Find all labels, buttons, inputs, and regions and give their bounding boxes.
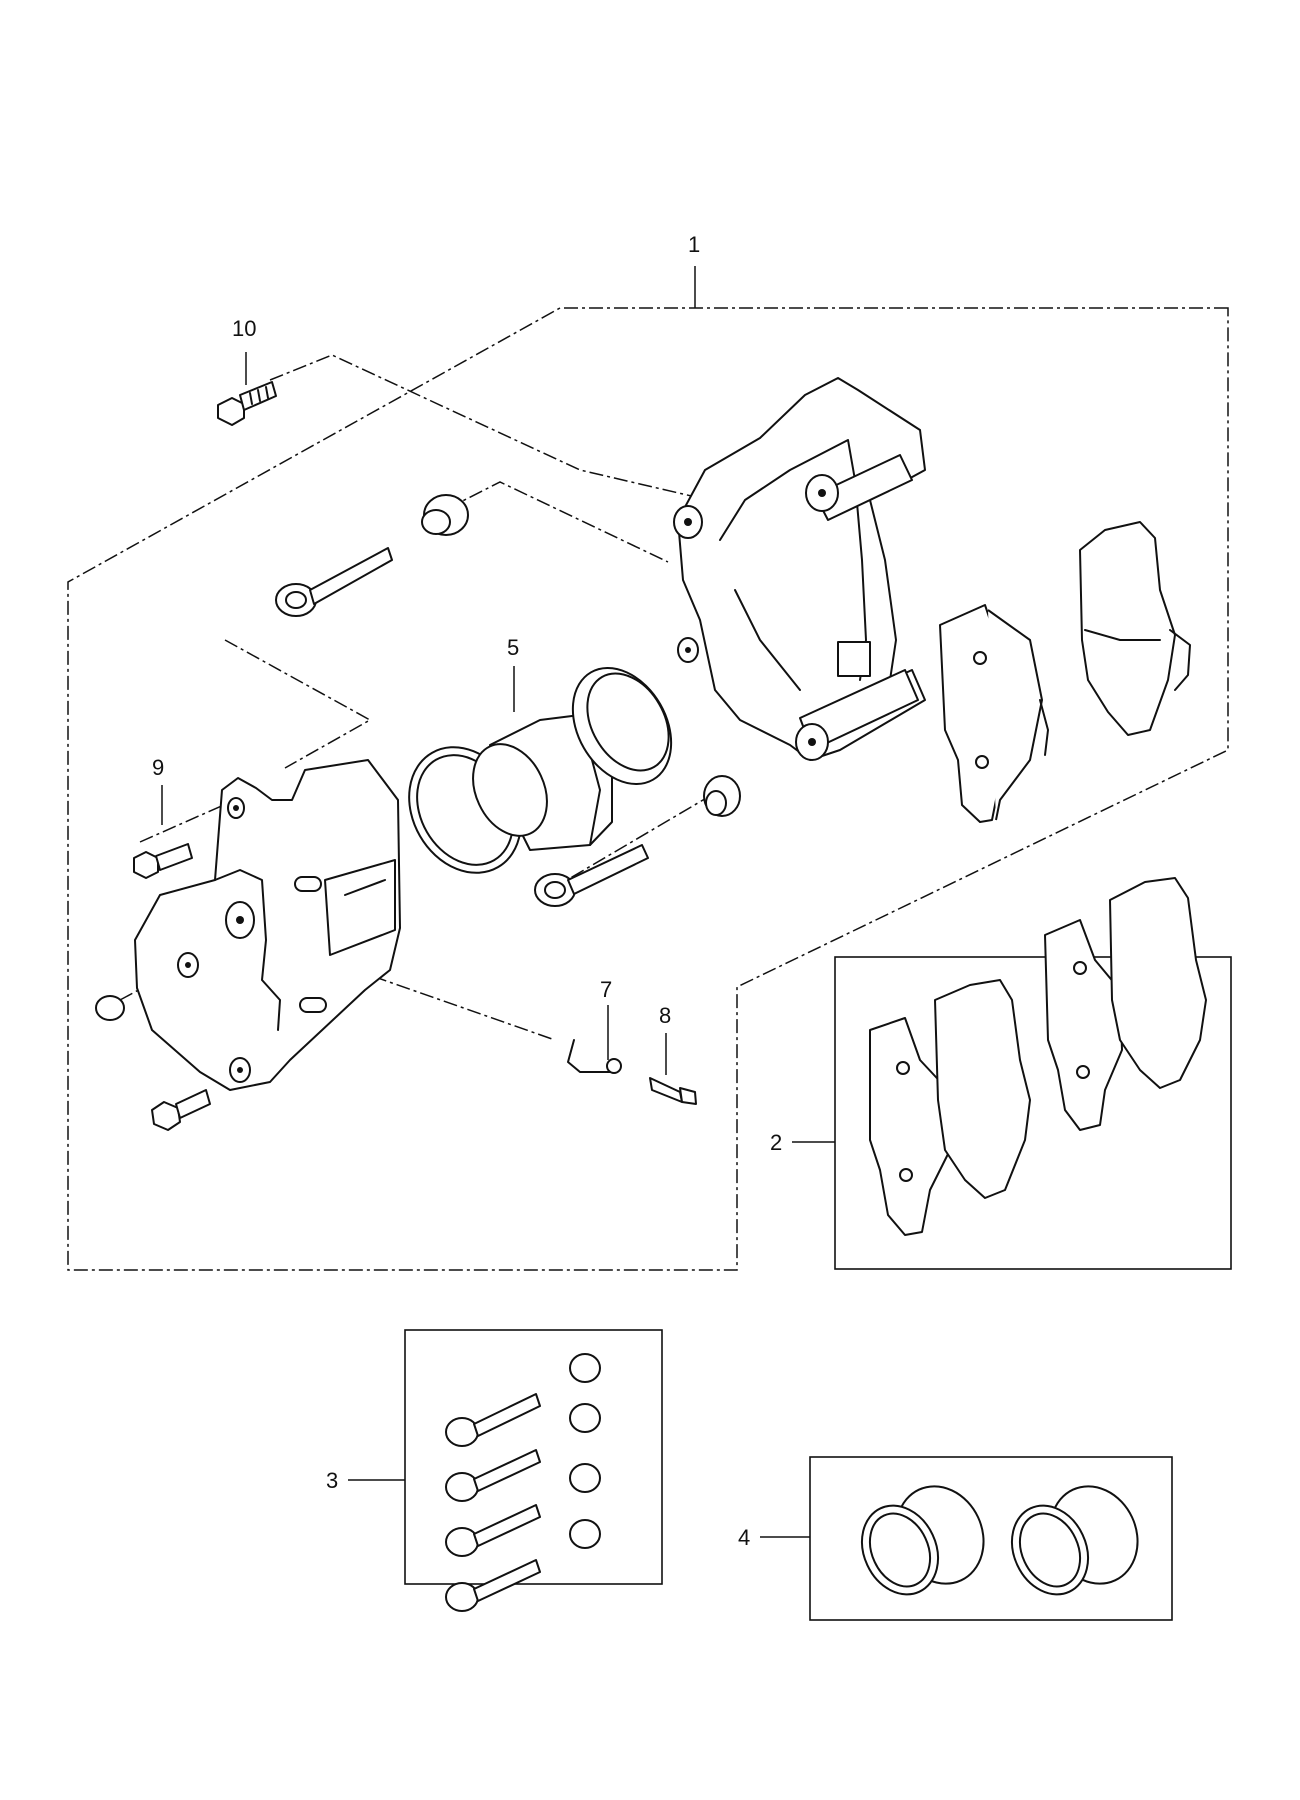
pin-kit-box [404,1329,663,1585]
callout-4-label: 4 [738,1525,750,1550]
piston-5 [472,714,613,851]
caliper-bolt-9 [133,843,193,879]
pin-kit-pin-3 [445,1504,541,1557]
callout-8: 8 [659,1003,671,1075]
seal-kit-set-2 [1011,1485,1139,1596]
callout-7-label: 7 [600,977,612,1002]
callout-7: 7 [600,977,612,1060]
mounting-bolt-10 [217,381,277,426]
lower-pin-boot [703,775,741,817]
seal-kit-set-1 [861,1485,985,1596]
pin-kit-pin-4 [445,1559,541,1612]
pin-kit-pin-2 [445,1449,541,1502]
callout-3: 3 [326,1468,405,1493]
assembly-boundary [67,307,1229,1271]
callout-8-label: 8 [659,1003,671,1028]
outer-brake-pad [1079,521,1191,736]
inner-brake-pad [939,604,1049,823]
callout-3-label: 3 [326,1468,338,1493]
caliper-carrier-bracket [673,377,926,761]
pad-wear-clip-7 [567,1039,622,1074]
callout-4: 4 [738,1525,810,1550]
callout-1-label: 1 [688,232,700,257]
seal-kit-box [809,1456,1173,1621]
callout-1: 1 [688,232,700,308]
piston-dust-boot [571,666,673,786]
bleeder-cap [95,995,125,1021]
callout-9: 9 [152,755,164,825]
bleeder-valve-8 [649,1077,697,1105]
callout-2: 2 [770,1130,835,1155]
callout-5-label: 5 [507,635,519,660]
lower-caliper-bolt [151,1089,211,1131]
pin-kit-boots [569,1353,601,1549]
pad-kit-pad-pair-1 [869,979,1031,1236]
caliper-body [134,759,401,1091]
pad-kit-pad-pair-2 [1044,877,1207,1131]
callout-2-label: 2 [770,1130,782,1155]
callout-10-label: 10 [232,316,256,341]
pin-kit-pin-1 [445,1393,541,1447]
callout-5: 5 [507,635,519,712]
callout-9-label: 9 [152,755,164,780]
lower-guide-pin [534,844,649,907]
callout-10: 10 [232,316,256,385]
pin-kit-pins [445,1393,541,1612]
upper-guide-pin [275,547,393,617]
pad-kit-box [834,956,1232,1270]
upper-pin-boot [421,494,469,536]
